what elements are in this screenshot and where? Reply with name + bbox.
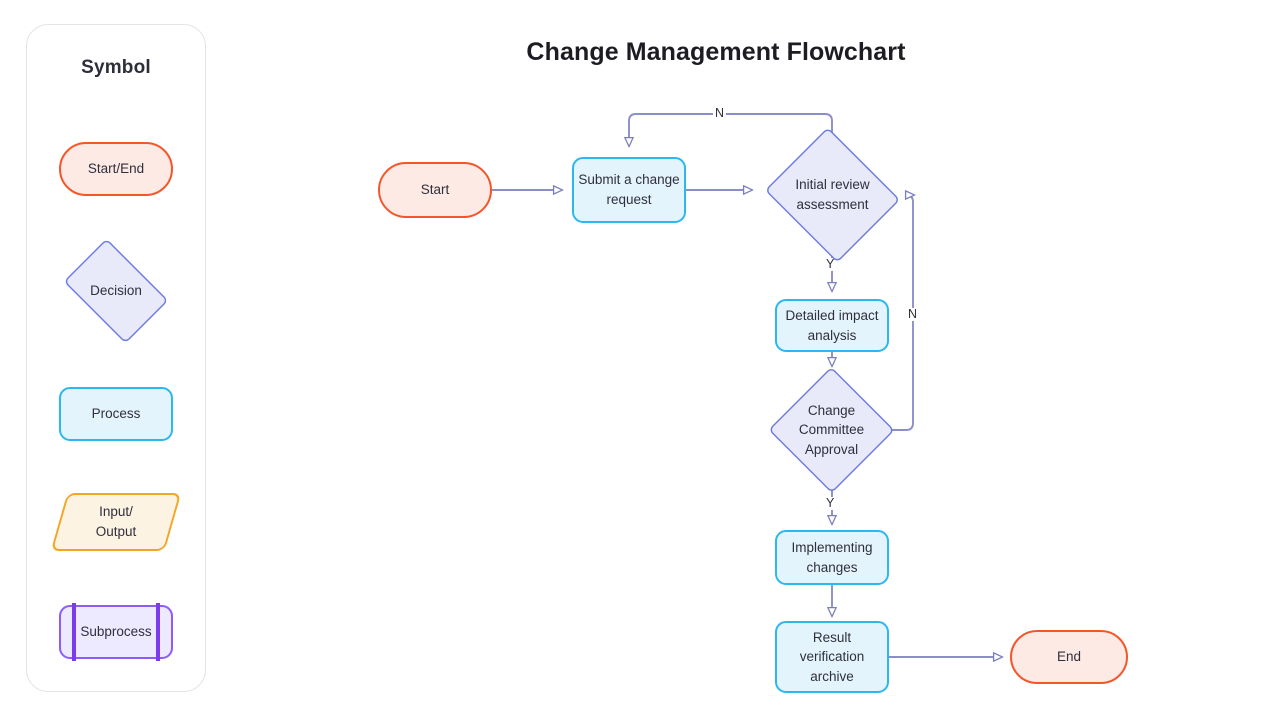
node-label-verify: Result verification archive [799, 629, 865, 684]
legend-shape-stadium: Start/End [59, 142, 173, 196]
node-label-end: End [1056, 649, 1082, 665]
legend-label-subprocess: Subprocess [80, 624, 152, 640]
edge-label-review-no: N [713, 106, 727, 120]
node-initial-review-assessment[interactable]: Initial review assessment [760, 127, 905, 263]
legend-label-input-output: Input/Output [95, 504, 137, 539]
page-title: Change Management Flowchart [526, 38, 906, 66]
legend-shape-subprocess: Subprocess [59, 603, 173, 661]
node-result-verification-archive[interactable]: Result verification archive [775, 621, 889, 693]
node-implementing-changes[interactable]: Implementing changes [775, 530, 889, 585]
node-detailed-impact-analysis[interactable]: Detailed impact analysis [775, 299, 889, 352]
legend-title: Symbol [81, 57, 151, 78]
node-change-committee-approval[interactable]: Change Committee Approval [768, 366, 895, 494]
node-end[interactable]: End [1010, 630, 1128, 684]
edge-label-review-yes: Y [824, 257, 837, 271]
subprocess-left-bar [72, 603, 76, 661]
legend-label-process: Process [91, 406, 141, 422]
node-label-impact: Detailed impact analysis [785, 307, 879, 343]
legend-label-decision: Decision [90, 283, 142, 299]
legend-item-subprocess[interactable]: Subprocess [27, 601, 205, 663]
subprocess-right-bar [156, 603, 160, 661]
node-label-start: Start [420, 182, 450, 198]
node-label-implement: Implementing changes [791, 539, 873, 575]
legend-item-process[interactable]: Process [27, 383, 205, 445]
legend-shape-parallelogram: Input/Output [50, 493, 182, 551]
legend-label-start-end: Start/End [87, 161, 145, 177]
node-label-committee: Change Committee Approval [798, 402, 865, 457]
legend-item-input-output[interactable]: Input/Output [27, 491, 205, 553]
node-submit-change-request[interactable]: Submit a change request [572, 157, 686, 223]
node-label-review: Initial review assessment [795, 177, 870, 212]
legend-shape-diamond: Decision [54, 238, 178, 344]
legend-item-decision[interactable]: Decision [27, 238, 205, 344]
edge-label-committee-no: N [906, 307, 920, 321]
legend-shape-rectangle: Process [59, 387, 173, 441]
edge-label-committee-yes: Y [824, 496, 837, 510]
legend-panel: Symbol Start/End Decision Process Input/… [26, 24, 206, 692]
legend-item-start-end[interactable]: Start/End [27, 138, 205, 200]
node-start[interactable]: Start [378, 162, 492, 218]
node-label-submit: Submit a change request [578, 172, 680, 207]
